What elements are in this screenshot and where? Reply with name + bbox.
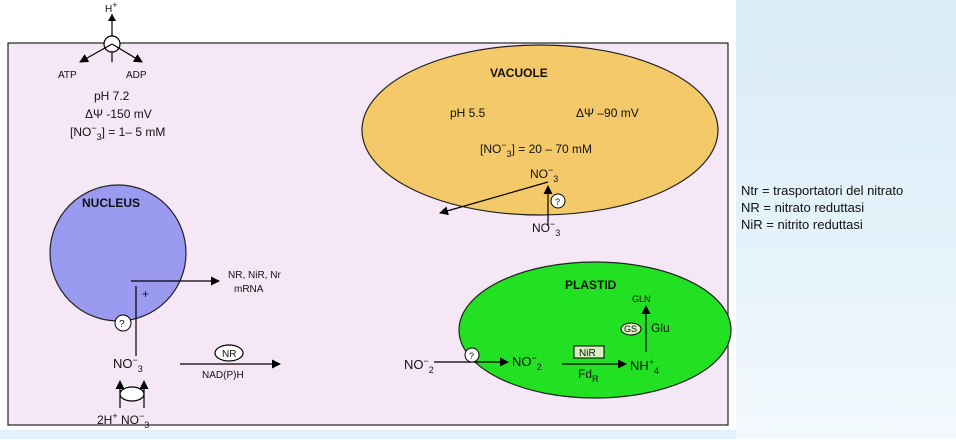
uptake-label: 2H+ NO−3 — [97, 411, 149, 430]
nr-cofactor: NAD(P)H — [202, 370, 244, 381]
nucleus-output-line1: NR, NiR, Nr — [228, 270, 281, 281]
vacuole-transporter — [550, 193, 566, 209]
adp-label: ADP — [126, 70, 147, 81]
vacuole-no3-top: NO−3 — [530, 165, 558, 184]
plastid — [458, 261, 732, 399]
vacuole-ph: pH 5.5 — [450, 106, 486, 120]
cell-nitrate: NO−3 — [113, 355, 143, 374]
plastid-ammonium: NH+4 — [630, 357, 659, 376]
nir-label: NiR — [579, 348, 596, 359]
gs-enzyme — [620, 322, 642, 336]
vacuole-no3-bottom: NO−3 — [532, 219, 560, 238]
vacuole — [361, 44, 719, 216]
legend-nr: NR = nitrato reduttasi — [741, 200, 865, 215]
nucleus-title: NUCLEUS — [82, 196, 140, 210]
vacuole-transporter-label: ? — [555, 197, 560, 207]
nucleus-transporter — [114, 314, 132, 332]
plastid-title: PLASTID — [565, 278, 617, 292]
vacuole-efflux-arrow — [439, 181, 549, 216]
cytosol-potential: ΔΨ -150 mV — [85, 107, 152, 121]
nr-label: NR — [222, 349, 236, 360]
nucleus-transporter-label: ? — [119, 319, 125, 330]
legend-panel: Ntr = trasportatori del nitrato NR = nit… — [736, 0, 956, 439]
vacuole-nitrate: [NO−3] = 20 – 70 mM — [480, 140, 592, 159]
proton-label: H+ — [105, 0, 118, 15]
bottom-bar — [0, 430, 736, 439]
nucleus-output-line2: mRNA — [234, 284, 264, 295]
vacuole-potential: ΔΨ –90 mV — [576, 106, 639, 120]
plastid-nitrite-out: NO−2 — [512, 353, 542, 372]
cytosol-nitrate: [NO−3] = 1– 5 mM — [70, 123, 165, 142]
glu-label: Glu — [651, 321, 670, 335]
legend-ntr: Ntr = trasportatori del nitrato — [741, 183, 904, 198]
plastid-transporter-label: ? — [469, 351, 474, 361]
nitrate-cell-diagram: H+ ATP ADP pH 7.2 ΔΨ -150 mV [NO−3] = 1–… — [7, 0, 732, 430]
vacuole-title: VACUOLE — [490, 66, 548, 80]
nr-enzyme — [214, 344, 244, 362]
nucleus-plus: + — [142, 287, 149, 301]
cytosol-ph: pH 7.2 — [94, 89, 130, 103]
plastid-nitrite-in: NO−2 — [404, 356, 434, 375]
atp-pump: H+ ATP ADP — [58, 0, 147, 81]
gln-label: GLN — [632, 294, 651, 304]
legend-nir: NiR = nitrito reduttasi — [741, 217, 863, 232]
nir-cofactor: FdR — [578, 367, 599, 384]
nir-enzyme — [573, 345, 605, 359]
atp-label: ATP — [58, 70, 77, 81]
plastid-transporter — [464, 347, 480, 363]
nitrate-symporter — [115, 380, 149, 408]
gs-label: GS — [624, 324, 637, 334]
